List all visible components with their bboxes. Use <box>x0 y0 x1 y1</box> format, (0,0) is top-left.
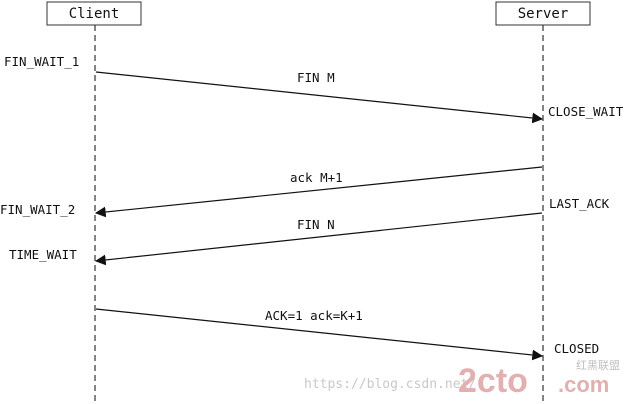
watermark-logo-subtitle: 红黑联盟 <box>576 359 620 372</box>
state-time-wait: TIME_WAIT <box>9 247 77 262</box>
message-ack-m1-label: ack M+1 <box>290 170 343 185</box>
client-actor: Client <box>46 1 142 26</box>
server-actor: Server <box>495 1 591 26</box>
message-ack-m1: ack M+1 <box>94 166 543 218</box>
watermark: https://blog.csdn.net/ 2cto .com 红黑联盟 <box>304 359 620 400</box>
state-close-wait: CLOSE_WAIT <box>548 104 624 119</box>
message-fin-n: FIN N <box>94 212 543 266</box>
message-fin-m-label: FIN M <box>297 70 335 85</box>
state-fin-wait-1: FIN_WAIT_1 <box>4 54 79 69</box>
message-fin-n-label: FIN N <box>297 217 335 232</box>
client-actor-label: Client <box>69 6 120 22</box>
watermark-logo-main: 2cto <box>458 362 528 400</box>
state-closed: CLOSED <box>554 341 599 356</box>
message-fin-m: FIN M <box>95 70 544 124</box>
message-ack-k1: ACK=1 ack=K+1 <box>95 308 544 361</box>
state-fin-wait-2: FIN_WAIT_2 <box>0 202 75 217</box>
watermark-url: https://blog.csdn.net/ <box>304 377 476 392</box>
watermark-logo-suffix: .com <box>558 372 609 397</box>
message-ack-k1-label: ACK=1 ack=K+1 <box>265 308 363 323</box>
state-last-ack: LAST_ACK <box>549 196 610 211</box>
server-actor-label: Server <box>518 6 569 22</box>
